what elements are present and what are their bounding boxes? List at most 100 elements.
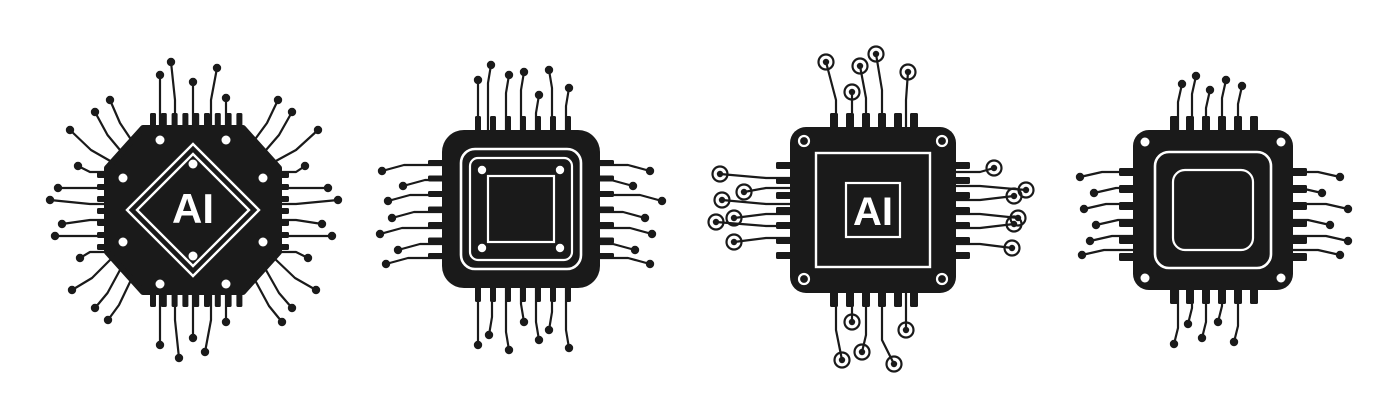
trace-end-dot [200, 347, 210, 357]
trace-end-dot [221, 317, 231, 327]
trace-end-dot [73, 161, 83, 171]
circuit-trace [1080, 248, 1135, 257]
circuit-trace [598, 242, 637, 252]
chip-pin [565, 116, 571, 132]
trace-end-ring [735, 183, 753, 201]
trace-end-ring [985, 159, 1003, 177]
chip-pin [475, 286, 481, 302]
chip-pin [428, 253, 444, 259]
trace-end-dot [65, 125, 75, 135]
chip-pin [1291, 219, 1307, 227]
chip-pad [188, 159, 198, 169]
chip-pin [954, 162, 970, 169]
trace-end-dot [327, 231, 337, 241]
circuit-trace [70, 256, 114, 292]
trace-end-dot [1075, 172, 1085, 182]
trace-end-dot [67, 285, 77, 295]
trace-end-dot [155, 70, 165, 80]
trace-end-dot [393, 245, 403, 255]
trace-end-dot [1079, 204, 1089, 214]
trace-end-dot [856, 62, 864, 70]
chip-pin [225, 113, 232, 127]
trace-end-dot [1022, 186, 1030, 194]
circuit-trace [598, 210, 647, 220]
trace-end-ring [713, 191, 731, 209]
trace-end-dot [730, 214, 738, 222]
chip-pin [862, 291, 870, 307]
chip-pin [1202, 288, 1210, 304]
trace-end-dot [90, 107, 100, 117]
circuit-trace [486, 63, 493, 132]
chip-pin [598, 237, 614, 244]
chip-pin [830, 291, 838, 307]
chip-pad [155, 135, 165, 145]
chip-pad [477, 165, 487, 175]
chip-pin [214, 293, 221, 307]
chip-pin [505, 116, 511, 132]
chip-pin [910, 113, 918, 129]
chip-pin [428, 237, 444, 244]
trace-end-dot [848, 318, 856, 326]
trace-end-dot [1010, 192, 1018, 200]
chip-pin [1119, 219, 1135, 227]
chip-pin [505, 286, 511, 302]
chip-pin [598, 206, 614, 213]
chip-pad [118, 173, 128, 183]
chip-pad [555, 165, 565, 175]
trace-end-dot [53, 183, 63, 193]
trace-end-dot [75, 253, 85, 263]
chip-pin [1119, 168, 1135, 176]
chip-pin [598, 222, 614, 228]
chip-pin [1250, 116, 1258, 132]
chip-pad [555, 243, 565, 253]
trace-end-dot [1077, 250, 1087, 260]
circuit-trace [274, 198, 340, 206]
circuit-trace [880, 291, 896, 366]
chip-corner-ring [797, 134, 811, 148]
chip-pin [894, 113, 902, 129]
chip-pin [1170, 116, 1178, 132]
chip-pin [475, 116, 481, 132]
trace-end-dot [1325, 220, 1335, 230]
circuit-trace [390, 210, 444, 220]
circuit-trace [1291, 248, 1342, 257]
chip-pin [1291, 253, 1307, 261]
trace-end-ring [817, 53, 835, 71]
chip-pin [1119, 253, 1135, 261]
chip-pin [1291, 236, 1307, 244]
chip-pin [1186, 116, 1194, 132]
circuit-trace [378, 226, 444, 236]
trace-end-dot [1343, 204, 1353, 214]
chip-pin [182, 113, 189, 127]
trace-end-dot [311, 285, 321, 295]
circuit-trace [598, 226, 654, 236]
chip-pin [1291, 168, 1307, 176]
trace-end-dot [1191, 71, 1201, 81]
trace-end-dot [1183, 319, 1193, 329]
chip-frame [1153, 150, 1273, 270]
chip-pin [598, 160, 614, 166]
trace-end-dot [1335, 172, 1345, 182]
trace-end-dot [303, 253, 313, 263]
trace-end-dot [544, 65, 554, 75]
chip-pin [1186, 288, 1194, 304]
trace-end-dot [45, 195, 55, 205]
trace-end-dot [519, 317, 529, 327]
trace-end-dot [1317, 188, 1327, 198]
trace-end-dot [1205, 85, 1215, 95]
chip-pin [428, 175, 444, 182]
trace-end-ring [853, 343, 871, 361]
trace-end-dot [221, 93, 231, 103]
circuit-trace [108, 98, 132, 140]
chip-pin [830, 113, 838, 129]
chip-pin [954, 192, 970, 199]
chip-pin [428, 160, 444, 166]
chip-pin [535, 286, 541, 302]
trace-end-dot [712, 218, 720, 226]
chip-pin [862, 113, 870, 129]
trace-end-dot [872, 50, 880, 58]
trace-end-dot [377, 166, 387, 176]
chip-core-frame [844, 181, 902, 239]
trace-end-dot [188, 333, 198, 343]
